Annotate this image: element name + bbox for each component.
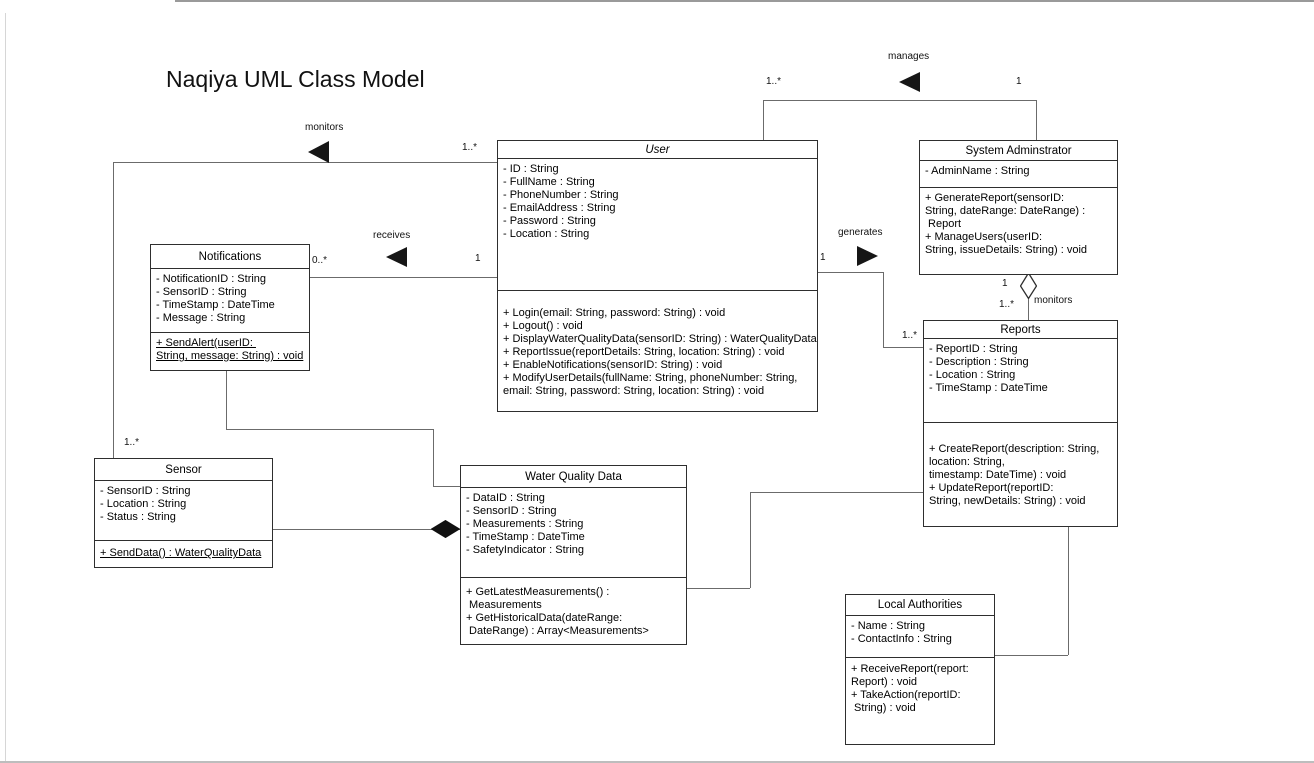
class-sensor: Sensor - SensorID : String - Location : …	[94, 458, 273, 568]
class-system-adminstrator-title: System Adminstrator	[920, 141, 1117, 161]
connector-line	[310, 277, 497, 278]
class-local-authorities-attributes: - Name : String - ContactInfo : String	[846, 616, 994, 658]
generates-mult-user: 1	[820, 252, 826, 263]
monitors-sensors-mult-sensor: 1..*	[124, 437, 140, 448]
receives-mult-user: 1	[475, 253, 481, 264]
connector-line	[883, 347, 923, 348]
class-water-quality-data-attributes: - DataID : String - SensorID : String - …	[461, 488, 686, 578]
connector-line	[433, 429, 434, 486]
connector-line	[113, 162, 114, 458]
class-reports: Reports - ReportID : String - Descriptio…	[923, 320, 1118, 527]
class-notifications-title: Notifications	[151, 245, 309, 269]
connector-line	[750, 492, 751, 588]
page-border-bottom	[0, 761, 1314, 763]
connector-line	[1068, 527, 1069, 655]
class-notifications-methods: + SendAlert(userID: String, message: Str…	[156, 337, 304, 362]
navigability-arrow-icon	[857, 246, 878, 266]
class-system-adminstrator-attributes: - AdminName : String	[920, 161, 1117, 188]
connector-line	[226, 429, 433, 430]
class-water-quality-data: Water Quality Data - DataID : String - S…	[460, 465, 687, 645]
manages-label: manages	[888, 51, 930, 62]
class-sensor-title: Sensor	[95, 459, 272, 481]
connector-line	[763, 100, 764, 140]
class-reports-title: Reports	[924, 321, 1117, 339]
class-notifications-attributes: - NotificationID : String - SensorID : S…	[151, 269, 309, 333]
connector-line	[818, 272, 883, 273]
class-reports-attributes: - ReportID : String - Description : Stri…	[924, 339, 1117, 423]
class-user-title: User	[498, 141, 817, 159]
monitors-reports-label: monitors	[1034, 295, 1073, 306]
class-system-adminstrator-methods: + GenerateReport(sensorID: String, dateR…	[925, 192, 1088, 256]
connector-line	[883, 272, 884, 347]
class-user-methods: + Login(email: String, password: String)…	[503, 307, 817, 397]
class-local-authorities: Local Authorities - Name : String - Cont…	[845, 594, 995, 745]
class-system-adminstrator: System Adminstrator - AdminName : String…	[919, 140, 1118, 275]
navigability-arrow-icon	[308, 141, 329, 163]
manages-mult-admin: 1	[1016, 76, 1022, 87]
class-water-quality-data-title: Water Quality Data	[461, 466, 686, 488]
page-border-left	[5, 13, 6, 763]
receives-label: receives	[373, 230, 411, 241]
connector-line	[750, 492, 923, 493]
class-sensor-methods: + SendData() : WaterQualityData	[100, 547, 262, 559]
connector-line	[1036, 100, 1037, 140]
class-reports-methods: + CreateReport(description: String, loca…	[929, 443, 1100, 507]
connector-line	[687, 588, 750, 589]
generates-mult-reports: 1..*	[902, 330, 918, 341]
monitors-reports-mult-reports: 1..*	[999, 299, 1015, 310]
diagram-title: Naqiya UML Class Model	[166, 66, 425, 92]
aggregation-diamond-icon	[1020, 273, 1037, 299]
monitors-sensors-label: monitors	[305, 122, 344, 133]
class-sensor-attributes: - SensorID : String - Location : String …	[95, 481, 272, 541]
receives-mult-notifications: 0..*	[312, 255, 328, 266]
monitors-sensors-mult-user: 1..*	[462, 142, 478, 153]
navigability-arrow-icon	[899, 72, 920, 92]
class-local-authorities-title: Local Authorities	[846, 595, 994, 616]
connector-line	[113, 162, 497, 163]
class-user-attributes: - ID : String - FullName : String - Phon…	[498, 159, 817, 291]
class-user: User - ID : String - FullName : String -…	[497, 140, 818, 412]
connector-line	[995, 655, 1068, 656]
composition-diamond-icon	[431, 520, 460, 538]
generates-label: generates	[838, 227, 883, 238]
page-border-top	[175, 0, 1314, 2]
connector-line	[273, 529, 460, 530]
manages-mult-user: 1..*	[766, 76, 782, 87]
class-local-authorities-methods: + ReceiveReport(report: Report) : void +…	[851, 663, 969, 714]
connector-line	[1028, 296, 1029, 320]
class-notifications: Notifications - NotificationID : String …	[150, 244, 310, 371]
connector-line	[433, 486, 460, 487]
connector-line	[763, 100, 1037, 101]
navigability-arrow-icon	[386, 247, 407, 267]
monitors-reports-mult-admin: 1	[1002, 278, 1008, 289]
class-water-quality-data-methods: + GetLatestMeasurements() : Measurements…	[466, 586, 649, 637]
connector-line	[226, 371, 227, 429]
